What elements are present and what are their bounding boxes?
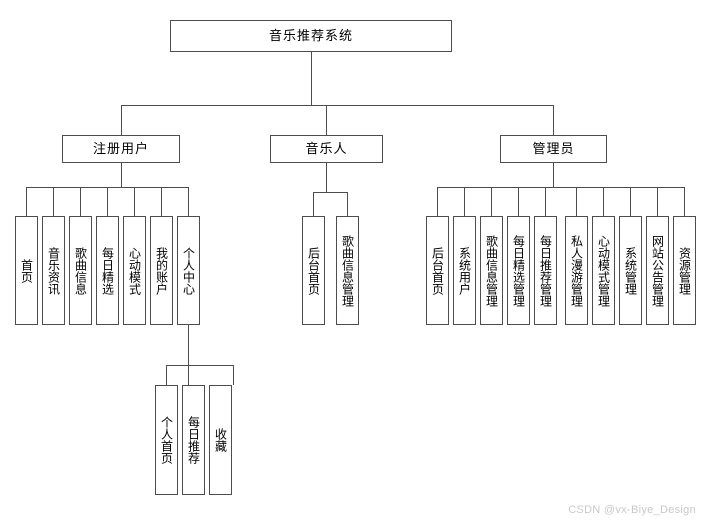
node-pc-personal-home[interactable]: 个人首页	[155, 385, 178, 495]
node-ad-system-manage[interactable]: 系统管理	[619, 216, 642, 325]
edge-ru-drop-5	[161, 187, 162, 216]
edge-pc-drop-2	[233, 365, 234, 385]
edge-ru-drop-4	[134, 187, 135, 216]
node-ad-song-info-manage[interactable]: 歌曲信息管理	[480, 216, 503, 325]
node-ad-backend-home[interactable]: 后台首页	[426, 216, 449, 325]
node-ad-private-roam-manage-label: 私人漫游管理	[569, 234, 584, 307]
node-pc-favorites-label: 收藏	[213, 428, 228, 452]
node-ad-resource-manage-label: 资源管理	[677, 246, 692, 295]
node-root-label: 音乐推荐系统	[268, 28, 353, 44]
node-ad-system-users-label: 系统用户	[457, 246, 472, 295]
edge-mu-drop-1	[347, 192, 348, 216]
edge-registered-user-bus-ext	[188, 187, 189, 188]
node-ad-heartbeat-mode-manage-label: 心动模式管理	[596, 234, 611, 307]
edge-ad-drop-1	[464, 187, 465, 216]
edge-ad-drop-9	[684, 187, 685, 216]
node-ad-system-users[interactable]: 系统用户	[453, 216, 476, 325]
edge-ru-drop-3	[107, 187, 108, 216]
edge-root-stem	[311, 52, 312, 105]
node-mu-backend-home-label: 后台首页	[306, 246, 321, 295]
edge-musician-stem	[326, 163, 327, 192]
edge-ru-drop-2	[80, 187, 81, 216]
node-mu-song-info-manage-label: 歌曲信息管理	[340, 234, 355, 307]
edge-ad-drop-6	[603, 187, 604, 216]
edge-personal-center-stem	[188, 325, 189, 365]
node-role-registered-user[interactable]: 注册用户	[62, 135, 180, 163]
edge-ad-drop-0	[437, 187, 438, 216]
node-role-musician[interactable]: 音乐人	[270, 135, 383, 163]
edge-pc-drop-0	[166, 365, 167, 385]
node-ru-personal-center-label: 个人中心	[181, 246, 196, 295]
edge-admin-stem	[553, 163, 554, 187]
node-ru-song-info-label: 歌曲信息	[73, 246, 88, 295]
node-ad-daily-recommend-manage-label: 每日推荐管理	[538, 234, 553, 307]
node-ru-my-account[interactable]: 我的账户	[150, 216, 173, 325]
node-ad-daily-recommend-manage[interactable]: 每日推荐管理	[534, 216, 557, 325]
edge-registered-user-stem	[121, 163, 122, 187]
node-ad-private-roam-manage[interactable]: 私人漫游管理	[565, 216, 588, 325]
node-ru-music-news[interactable]: 音乐资讯	[42, 216, 65, 325]
node-ad-daily-picks-manage[interactable]: 每日精选管理	[507, 216, 530, 325]
node-mu-backend-home[interactable]: 后台首页	[302, 216, 325, 325]
node-ad-resource-manage[interactable]: 资源管理	[673, 216, 696, 325]
node-role-admin[interactable]: 管理员	[500, 135, 607, 163]
edge-personal-center-bus	[166, 365, 234, 366]
node-ru-my-account-label: 我的账户	[154, 246, 169, 295]
node-ad-backend-home-label: 后台首页	[430, 246, 445, 295]
node-ad-song-info-manage-label: 歌曲信息管理	[484, 234, 499, 307]
edge-ru-drop-0	[26, 187, 27, 216]
edge-pc-drop-1	[188, 365, 189, 385]
node-role-registered-user-label: 注册用户	[92, 141, 149, 157]
edge-mu-drop-0	[313, 192, 314, 216]
node-ru-personal-center[interactable]: 个人中心	[177, 216, 200, 325]
node-ru-home[interactable]: 首页	[15, 216, 38, 325]
node-pc-daily-recommend-label: 每日推荐	[186, 416, 201, 464]
node-pc-personal-home-label: 个人首页	[159, 416, 174, 464]
node-role-musician-label: 音乐人	[305, 141, 348, 157]
watermark: CSDN @vx-Biye_Design	[568, 504, 696, 516]
node-root[interactable]: 音乐推荐系统	[170, 20, 452, 52]
edge-ru-drop-1	[53, 187, 54, 216]
edge-ad-drop-8	[657, 187, 658, 216]
node-pc-daily-recommend[interactable]: 每日推荐	[182, 385, 205, 495]
edge-ad-drop-3	[518, 187, 519, 216]
node-mu-song-info-manage[interactable]: 歌曲信息管理	[336, 216, 359, 325]
node-ad-system-manage-label: 系统管理	[623, 246, 638, 295]
edge-drop-musician	[326, 105, 327, 135]
node-ru-music-news-label: 音乐资讯	[46, 246, 61, 295]
edge-ad-drop-4	[545, 187, 546, 216]
node-ru-heartbeat-mode[interactable]: 心动模式	[123, 216, 146, 325]
node-ad-site-notice-manage[interactable]: 网站公告管理	[646, 216, 669, 325]
edge-drop-admin	[553, 105, 554, 135]
node-ad-daily-picks-manage-label: 每日精选管理	[511, 234, 526, 307]
node-pc-favorites[interactable]: 收藏	[209, 385, 232, 495]
edge-musician-bus	[313, 192, 348, 193]
edge-ru-drop-6	[188, 187, 189, 216]
node-ru-daily-picks[interactable]: 每日精选	[96, 216, 119, 325]
edge-drop-registered-user	[121, 105, 122, 135]
node-ad-heartbeat-mode-manage[interactable]: 心动模式管理	[592, 216, 615, 325]
edge-ad-drop-5	[576, 187, 577, 216]
edge-ad-drop-2	[491, 187, 492, 216]
edge-main-bus	[121, 105, 554, 106]
node-role-admin-label: 管理员	[532, 141, 575, 157]
node-ru-daily-picks-label: 每日精选	[100, 246, 115, 295]
node-ru-song-info[interactable]: 歌曲信息	[69, 216, 92, 325]
node-ru-heartbeat-mode-label: 心动模式	[127, 246, 142, 295]
edge-admin-bus	[437, 187, 684, 188]
edge-ad-drop-7	[630, 187, 631, 216]
node-ad-site-notice-manage-label: 网站公告管理	[650, 234, 665, 307]
node-ru-home-label: 首页	[19, 258, 34, 283]
